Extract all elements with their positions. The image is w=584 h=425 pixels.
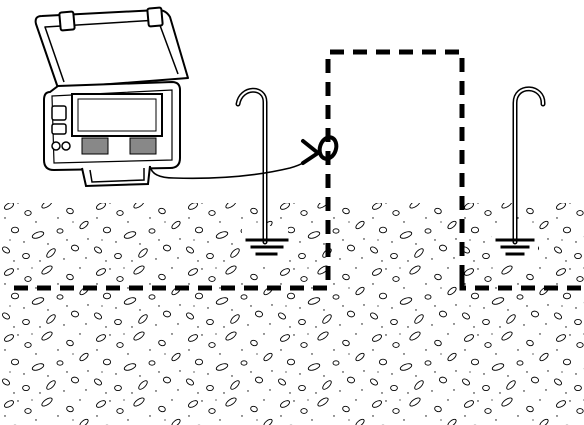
clamp-probe: [301, 135, 339, 165]
buried-conductor-loop: [14, 49, 584, 291]
tester-terminal-left: [51, 141, 61, 151]
tester-display: [71, 93, 163, 137]
loop-left-section: [14, 49, 465, 291]
tester-button-middle: [51, 123, 67, 135]
tester-handle: [89, 168, 145, 183]
ground-symbol-right: [495, 238, 535, 256]
ground-symbol-left: [245, 238, 289, 256]
soil-layer: [0, 203, 584, 425]
ground-rod-right: [512, 86, 546, 245]
tester-terminal-right: [61, 141, 71, 151]
tester-base: [81, 165, 151, 188]
tester-lid: [34, 6, 189, 89]
loop-right-section: [459, 278, 584, 291]
tester-button-top: [51, 105, 67, 121]
ground-rod-left: [235, 87, 268, 245]
tester-buttons: [51, 105, 71, 151]
tester-panel-left: [81, 137, 109, 155]
tester-panel-right: [129, 137, 157, 155]
